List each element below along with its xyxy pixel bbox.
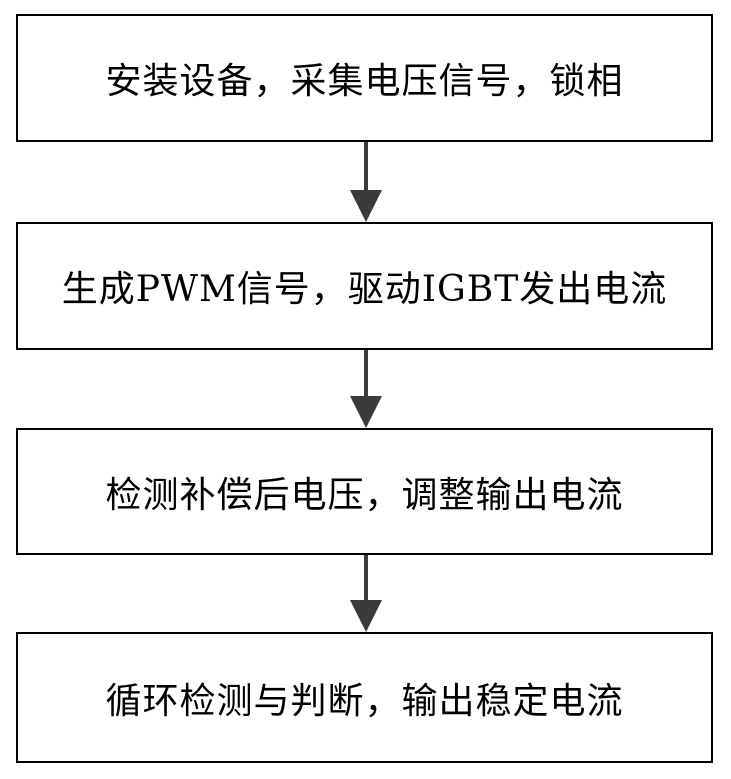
step-label-4: 循环检测与判断，输出稳定电流 (105, 680, 624, 722)
connector-arrow-2 (350, 350, 382, 428)
connector-arrow-1 (350, 142, 382, 222)
step-label-1: 安装设备，采集电压信号，锁相 (105, 61, 624, 102)
step-box-2: 生成PWM信号，驱动IGBT发出电流 (16, 222, 713, 350)
step-label-2: 生成PWM信号，驱动IGBT发出电流 (61, 269, 668, 310)
step-box-1: 安装设备，采集电压信号，锁相 (16, 14, 713, 142)
connector-arrow-3 (350, 555, 382, 632)
step-box-4: 循环检测与判断，输出稳定电流 (16, 632, 713, 763)
step-box-3: 检测补偿后电压，调整输出电流 (16, 428, 713, 555)
step-label-3: 检测补偿后电压，调整输出电流 (105, 474, 624, 516)
